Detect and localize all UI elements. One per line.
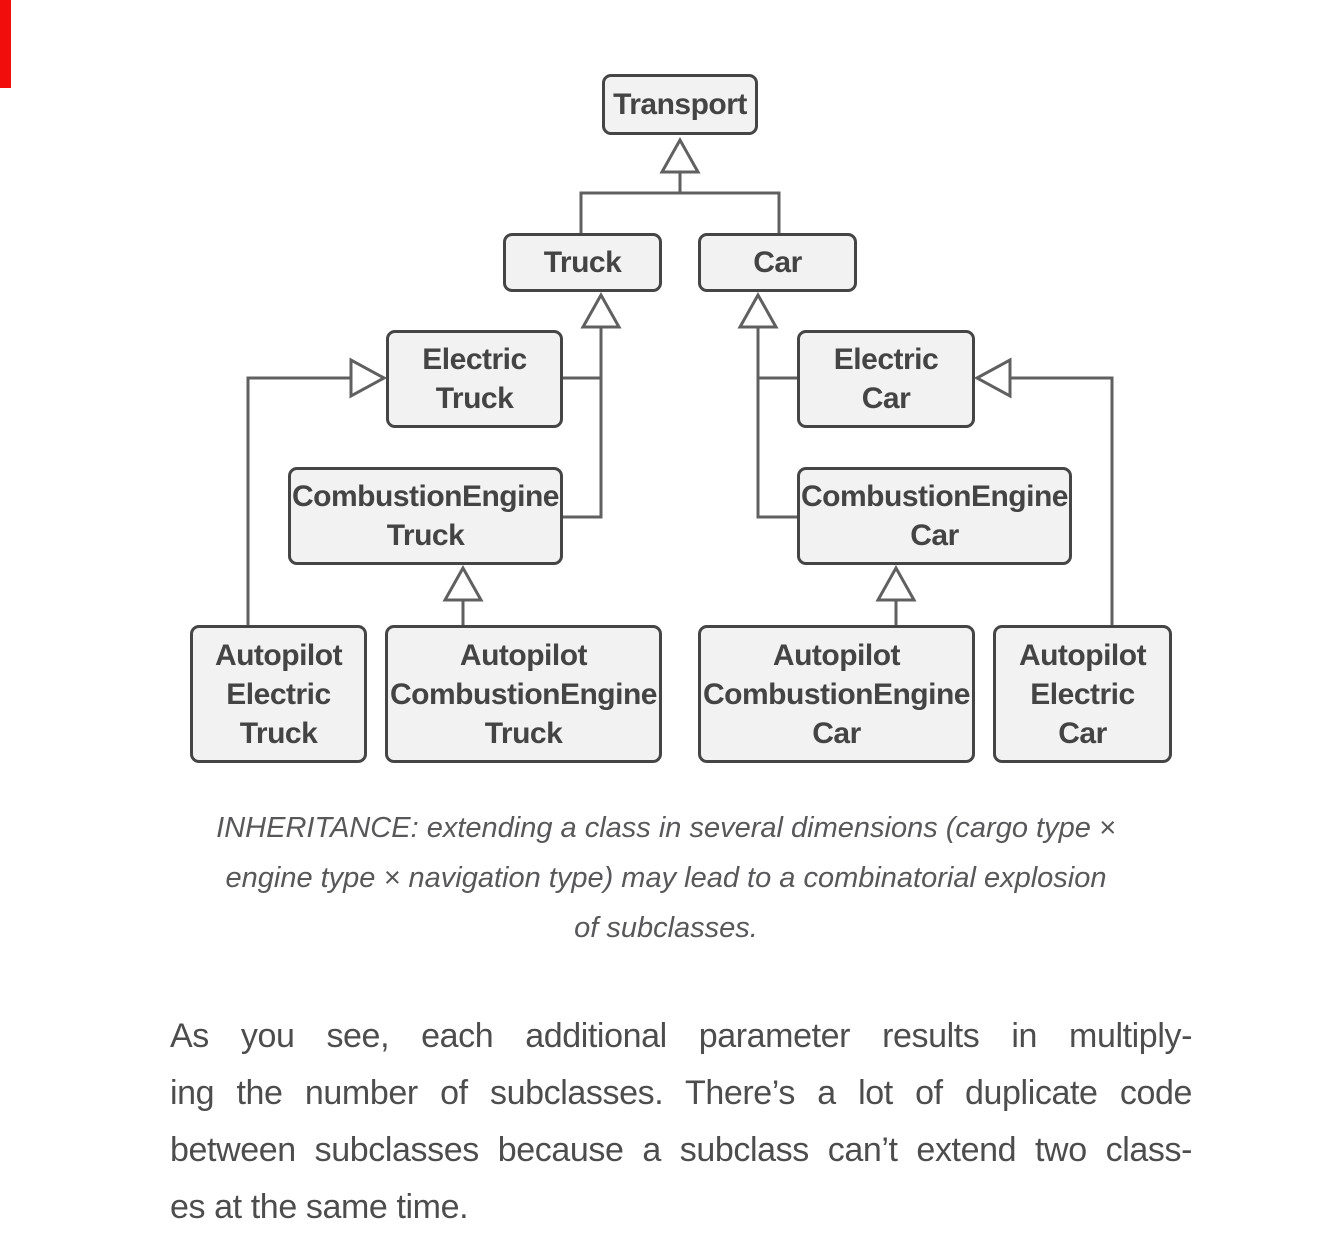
inheritance-triangle-icon: [737, 291, 779, 329]
inheritance-triangle-icon: [973, 357, 1012, 399]
inheritance-arrow-electric-truck: [246, 357, 388, 625]
uml-inheritance-diagram: Transport Truck Car Electric Truck Elect…: [190, 74, 1172, 763]
inheritance-triangle-icon: [580, 291, 622, 329]
class-node-autopilot-electric-car: Autopilot Electric Car: [993, 625, 1172, 763]
body-line: As you see, each additional parameter re…: [170, 1017, 1192, 1055]
inheritance-arrow-car: [737, 291, 797, 519]
body-line: between subclasses because a subclass ca…: [170, 1131, 1192, 1169]
class-node-combustion-engine-car: CombustionEngine Car: [797, 467, 1072, 565]
body-line: es at the same time.: [170, 1188, 469, 1226]
class-node-autopilot-electric-truck: Autopilot Electric Truck: [190, 625, 367, 763]
class-node-truck: Truck: [503, 233, 662, 292]
class-node-transport: Transport: [602, 74, 758, 135]
inheritance-triangle-icon: [442, 564, 484, 602]
inheritance-arrow-truck: [563, 291, 622, 519]
page-edge-marker: [0, 0, 11, 88]
class-node-autopilot-combustion-engine-car: Autopilot CombustionEngine Car: [698, 625, 975, 763]
inheritance-triangle-icon: [659, 136, 701, 174]
body-line: ing the number of subclasses. There’s a …: [170, 1074, 1192, 1112]
inheritance-arrow-transport: [579, 136, 781, 234]
class-node-car: Car: [698, 233, 857, 292]
class-node-autopilot-combustion-engine-truck: Autopilot CombustionEngine Truck: [385, 625, 662, 763]
inheritance-arrow-combustion-truck: [442, 564, 484, 625]
caption-line: of subclasses.: [574, 912, 758, 944]
inheritance-triangle-icon: [875, 564, 917, 602]
class-node-electric-truck: Electric Truck: [386, 330, 563, 428]
inheritance-arrow-electric-car: [973, 357, 1114, 625]
body-paragraph: As you see, each additional parameter re…: [170, 1008, 1192, 1236]
caption-line: engine type × navigation type) may lead …: [225, 862, 1107, 894]
inheritance-arrow-combustion-car: [875, 564, 917, 625]
class-node-combustion-engine-truck: CombustionEngine Truck: [288, 467, 563, 565]
inheritance-triangle-icon: [349, 357, 388, 399]
figure-caption: INHERITANCE: extending a class in severa…: [0, 803, 1332, 953]
caption-line: INHERITANCE: extending a class in severa…: [216, 812, 1116, 844]
class-node-electric-car: Electric Car: [797, 330, 975, 428]
